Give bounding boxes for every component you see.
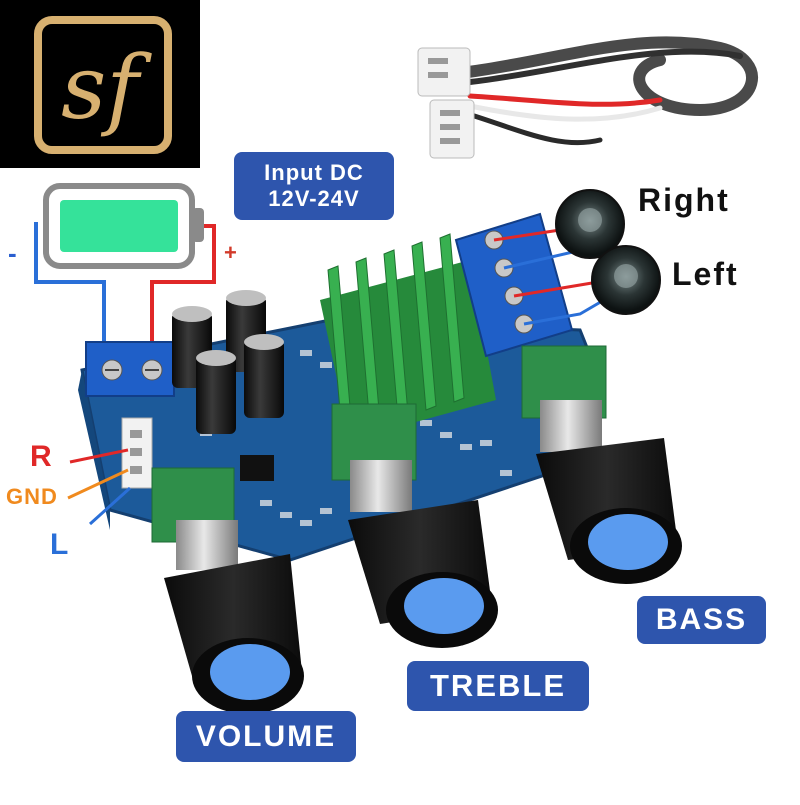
gnd-label: GND	[6, 484, 58, 509]
heatsink	[320, 233, 496, 440]
treble-label: TREBLE	[407, 661, 589, 711]
brand-logo: sf	[0, 0, 200, 168]
right-speaker-label: Right	[638, 182, 730, 218]
r-channel-label: R	[30, 440, 52, 473]
input-voltage-label: Input DC 12V-24V	[234, 152, 394, 220]
volume-knob	[164, 520, 304, 714]
capacitors	[172, 290, 284, 434]
minus-label: -	[8, 238, 17, 268]
logo-text: sf	[61, 36, 152, 139]
l-channel-label: L	[50, 528, 69, 561]
plus-label: +	[224, 240, 237, 265]
audio-input-wires	[67, 448, 132, 526]
volume-label: VOLUME	[176, 711, 356, 762]
ic-chip	[240, 455, 274, 481]
input-voltage-line1: Input DC	[264, 160, 364, 185]
input-voltage-line2: 12V-24V	[268, 186, 360, 211]
audio-input-connector	[121, 417, 153, 489]
speaker-left-icon	[591, 245, 661, 315]
treble-knob	[348, 460, 498, 648]
battery-icon	[43, 183, 204, 269]
power-terminal	[85, 341, 175, 397]
left-speaker-label: Left	[672, 256, 739, 292]
bass-label: BASS	[637, 596, 766, 644]
bass-knob	[536, 400, 682, 584]
speaker-right-icon	[555, 189, 625, 259]
power-wires	[34, 222, 216, 360]
jst-cable	[417, 36, 758, 159]
